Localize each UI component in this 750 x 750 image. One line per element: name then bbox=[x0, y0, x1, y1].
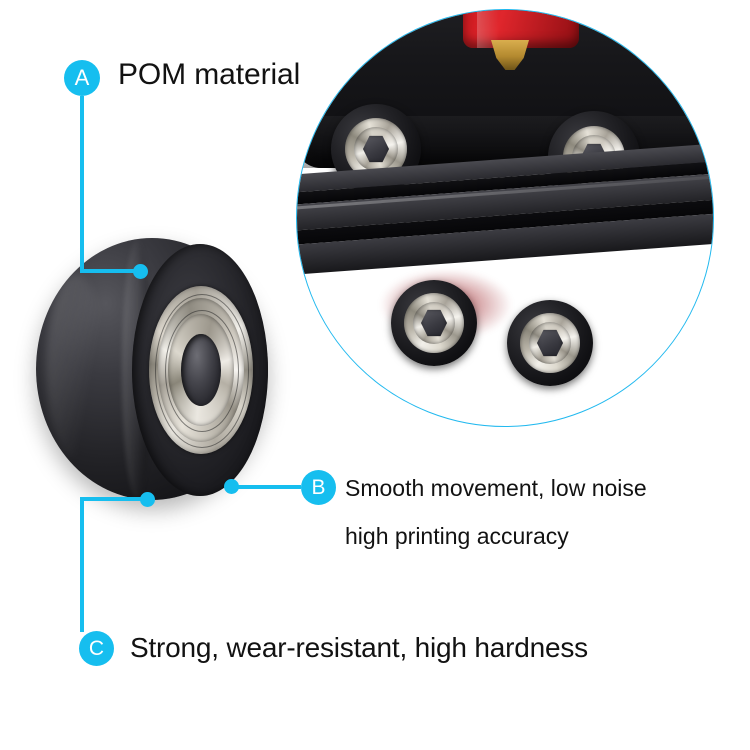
bearing-race-separator-1 bbox=[155, 294, 249, 448]
leader-endpoint-dot-b bbox=[224, 479, 239, 494]
leader-line-c bbox=[80, 497, 147, 632]
gantry-wheel-lower-right bbox=[507, 300, 593, 386]
leader-endpoint-dot-a bbox=[133, 264, 148, 279]
gantry-assembly-inset-photo bbox=[296, 9, 714, 427]
callout-badge-b-letter: B bbox=[311, 476, 326, 499]
pom-v-wheel-photo bbox=[36, 238, 268, 500]
inset-photo-content bbox=[297, 10, 713, 426]
bearing-bore bbox=[181, 334, 221, 406]
gantry-wheel-lower-left bbox=[391, 280, 477, 366]
hotend-red-block bbox=[463, 10, 579, 48]
bearing-race-separator-2 bbox=[165, 310, 239, 432]
callout-text-a-line1: POM material bbox=[118, 58, 301, 91]
callout-text-b: Smooth movement, low noise high printing… bbox=[345, 470, 647, 554]
callout-badge-a-letter: A bbox=[74, 65, 90, 90]
callout-badge-c: C bbox=[79, 631, 114, 666]
callout-text-b-line2: high printing accuracy bbox=[345, 523, 569, 549]
callout-badge-a: A bbox=[64, 60, 100, 96]
callout-text-a: POM material bbox=[118, 58, 300, 92]
callout-text-c-line1: Strong, wear-resistant, high hardness bbox=[130, 632, 588, 663]
callout-badge-b: B bbox=[301, 470, 336, 505]
leader-endpoint-dot-c bbox=[140, 492, 155, 507]
callout-text-b-line1: Smooth movement, low noise bbox=[345, 475, 647, 501]
callout-badge-c-letter: C bbox=[88, 637, 105, 660]
callout-text-c: Strong, wear-resistant, high hardness bbox=[130, 632, 588, 664]
wheel-highlight bbox=[46, 274, 106, 460]
